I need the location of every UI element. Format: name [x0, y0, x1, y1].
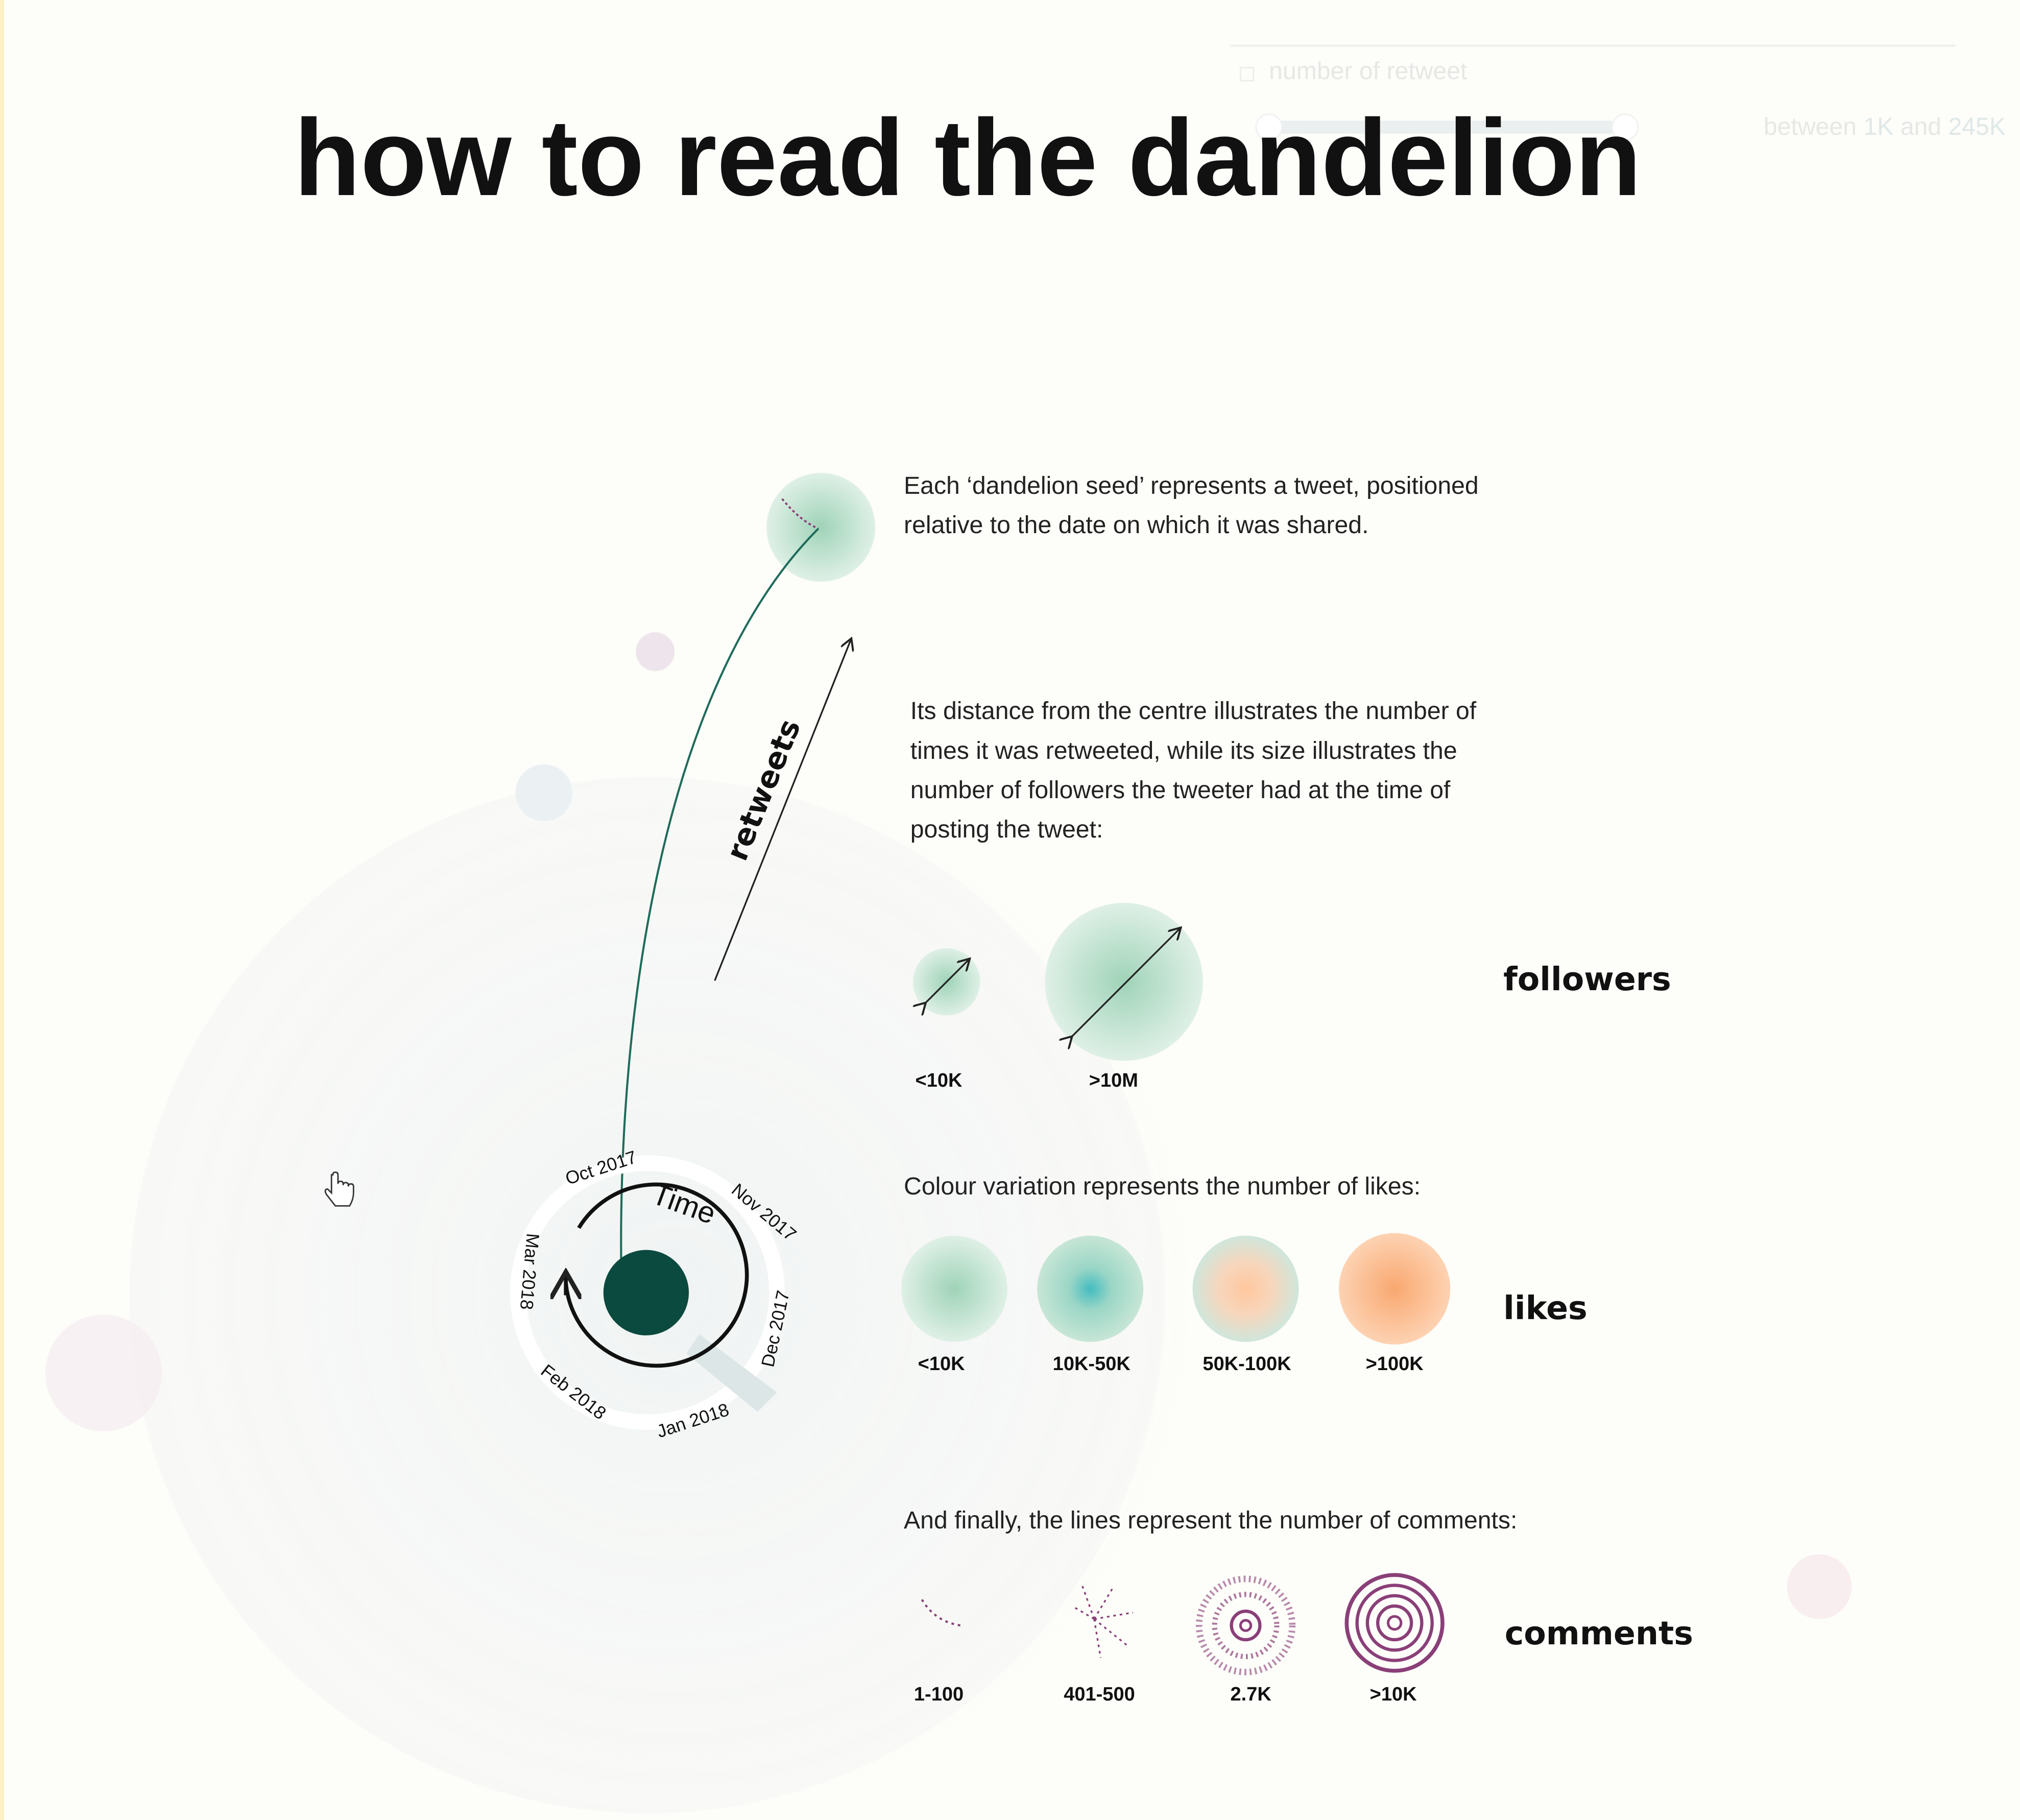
filter-label: number of retweet	[1269, 57, 1468, 85]
seed-stem	[620, 528, 820, 1289]
seed-explanation: Each ‘dandelion seed’ represents a tweet…	[904, 471, 1479, 539]
followers-legend	[913, 903, 1203, 1061]
followers-label-small: <10K	[915, 1069, 963, 1091]
followers-label-large: >10M	[1089, 1069, 1138, 1091]
time-clock	[510, 1155, 785, 1430]
likes-label: 50K-100K	[1203, 1353, 1291, 1375]
comments-label: 1-100	[913, 1683, 964, 1705]
retweet-icon	[1240, 67, 1255, 82]
likes-label: <10K	[918, 1353, 965, 1375]
likes-legend	[901, 1233, 1451, 1345]
comments-title: comments	[1504, 1614, 1693, 1652]
comments-label: 2.7K	[1230, 1683, 1271, 1705]
likes-label: >100K	[1365, 1353, 1424, 1375]
page-title: how to read the dandelion	[294, 97, 1642, 219]
likes-title: likes	[1503, 1289, 1588, 1327]
likes-label: 10K-50K	[1052, 1353, 1131, 1375]
hand-cursor-icon	[324, 1171, 354, 1207]
comments-label: >10K	[1369, 1683, 1417, 1705]
background-dandelion	[45, 44, 1956, 1813]
distance-explanation: Its distance from the centre illustrates…	[910, 697, 1477, 844]
left-edge	[0, 0, 4, 1820]
example-seed	[766, 473, 876, 582]
comments-intro: And finally, the lines represent the num…	[904, 1506, 1518, 1535]
retweets-arrow	[714, 640, 851, 981]
filter-range: between 1K and 245K	[1763, 112, 2006, 140]
likes-intro: Colour variation represents the number o…	[904, 1172, 1421, 1200]
followers-title: followers	[1503, 960, 1671, 998]
comments-legend	[921, 1573, 1445, 1675]
comments-label: 401-500	[1064, 1683, 1135, 1705]
center-dot	[603, 1250, 689, 1336]
